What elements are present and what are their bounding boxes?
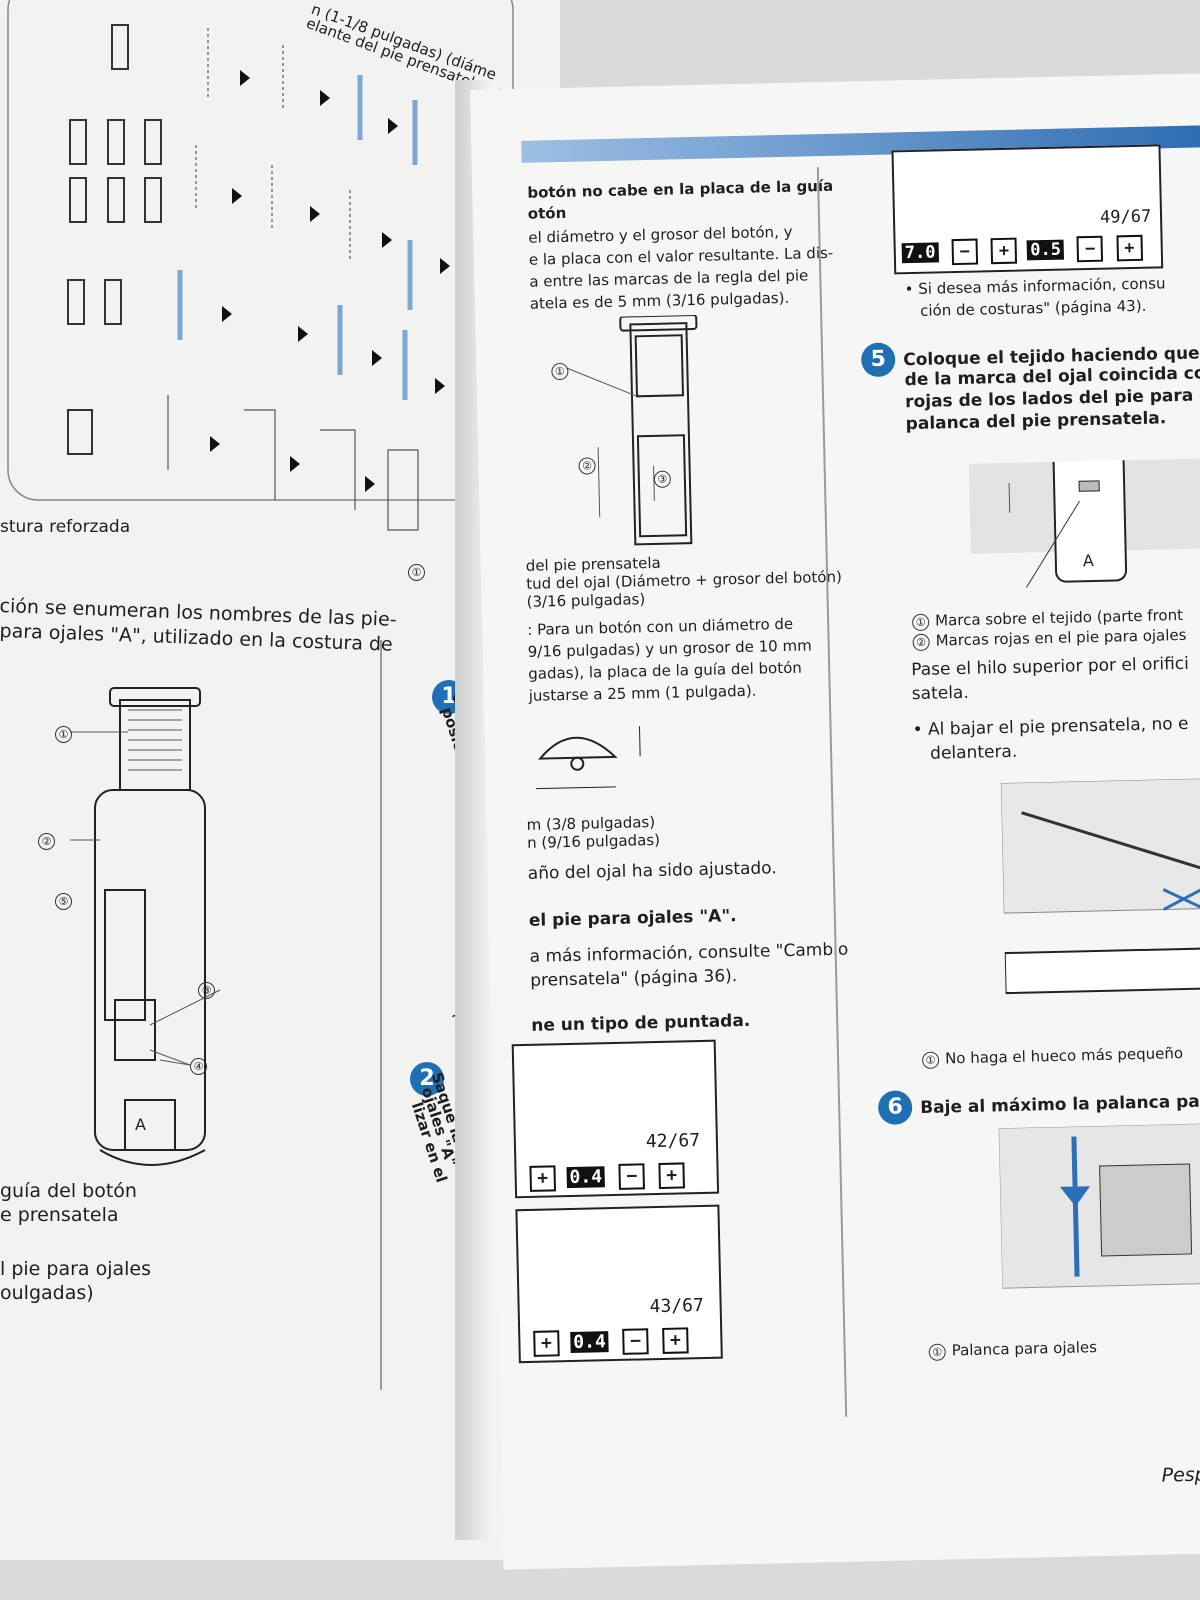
step5-line4: palanca del pie prensatela.	[905, 408, 1167, 435]
bullet-info-1: • Si desea más información, consu	[904, 274, 1166, 299]
lcd-controls-42: + 0.4 − +	[526, 1162, 686, 1192]
lcd42-plus2-button[interactable]: +	[658, 1162, 686, 1189]
example-2: 9/16 pulgadas) y un grosor de 10 mm	[527, 636, 812, 661]
caption-guia-1: guía del botón	[0, 1180, 137, 1202]
lcd42-minus-button[interactable]: −	[618, 1163, 646, 1190]
more-info-2: prensatela" (página 36).	[529, 966, 738, 991]
example-3: gadas), la placa de la guía del botón	[528, 658, 803, 683]
width-minus-button[interactable]: −	[951, 238, 979, 266]
lcd42-plus-button[interactable]: +	[529, 1165, 557, 1192]
thread-1: Pase el hilo superior por el orifici	[911, 653, 1190, 681]
caption-reforzada: stura reforzada	[0, 517, 131, 537]
length-minus-button[interactable]: −	[1076, 235, 1104, 263]
lever-diagram	[998, 1123, 1200, 1289]
lcd-panel-43: 43/67 + 0.4 − +	[515, 1204, 723, 1364]
btn-legend-2: n (9/16 pulgadas)	[526, 830, 661, 852]
mid-heading-1: botón no cabe en la placa de la guía	[527, 176, 834, 202]
mid-para-2: e la placa con el valor resultante. La d…	[528, 243, 834, 269]
length-plus-button[interactable]: +	[1116, 234, 1143, 262]
lcd43-plus2-button[interactable]: +	[662, 1327, 689, 1354]
page-label: Pesp	[1161, 1463, 1200, 1487]
fabric-label-a: A	[1083, 551, 1094, 570]
choose-stitch: ne un tipo de puntada.	[531, 1010, 751, 1036]
lcd-counter-43: 43/67	[649, 1295, 705, 1318]
thread-2: satela.	[911, 682, 969, 705]
lcd-counter-49: 49/67	[1099, 206, 1152, 228]
foot-callout-1: ①	[55, 726, 72, 743]
bullet-info-2: ción de costuras" (página 43).	[919, 296, 1147, 320]
lcd-panel-42: 42/67 + 0.4 − +	[511, 1039, 720, 1199]
lcd-controls-43: + 0.4 − +	[530, 1327, 689, 1357]
lcd-value-42: 0.4	[566, 1166, 606, 1189]
foot-callout-3: ③	[198, 982, 215, 999]
example-4: justarse a 25 mm (1 pulgada).	[528, 681, 757, 705]
lcd-width-value: 7.0	[901, 242, 939, 264]
mid-para-1: el diámetro y el grosor del botón, y	[528, 222, 793, 247]
button-guide-diagram	[566, 313, 698, 546]
button-size-diagram	[535, 726, 641, 790]
bullet-lower-2: delantera.	[929, 741, 1018, 764]
foot-callout-4: ④	[190, 1058, 207, 1075]
mid-heading-2: otón	[527, 203, 567, 223]
step2-number: 2	[410, 1062, 444, 1096]
more-info-1: a más información, consulte "Cambio	[529, 939, 849, 967]
lcd-panel-49: 49/67 7.0 − + 0.5 − +	[891, 144, 1164, 275]
presser-foot-photo-diagram	[1000, 778, 1200, 995]
caption-pie-2: oulgadas)	[0, 1282, 94, 1304]
lcd-length-value: 0.5	[1027, 239, 1065, 261]
caption-guia-2: e prensatela	[0, 1204, 119, 1226]
lcd43-minus-button[interactable]: −	[622, 1328, 649, 1355]
lcd-counter-42: 42/67	[645, 1130, 701, 1153]
buttonhole-foot-diagram: A	[70, 687, 221, 1166]
foot-callout-5: ⑤	[55, 893, 72, 910]
lcd43-plus-button[interactable]: +	[533, 1330, 560, 1357]
foot-a-instruction: el pie para ojales "A".	[528, 906, 737, 931]
foot-callout-2: ②	[38, 833, 55, 850]
right-column-divider	[816, 167, 848, 1417]
callout-1: ①	[408, 564, 425, 581]
lcd-controls-49: 7.0 − + 0.5 − +	[901, 234, 1143, 266]
foot-label-a: A	[135, 1115, 146, 1134]
legend-3: (3/16 pulgadas)	[526, 590, 646, 611]
size-set-note: año del ojal ha sido ajustado.	[527, 858, 777, 884]
mid-para-4: atela es de 5 mm (3/16 pulgadas).	[529, 288, 790, 313]
example-1: : Para un botón con un diámetro de	[527, 614, 794, 639]
mid-para-3: a entre las marcas de la regla del pie	[529, 266, 809, 291]
caption-pie-1: l pie para ojales	[0, 1258, 151, 1280]
left-column-divider	[380, 640, 382, 1390]
width-plus-button[interactable]: +	[990, 237, 1018, 265]
right-page: botón no cabe en la placa de la guía otó…	[470, 73, 1200, 1570]
bullet-lower-1: • Al bajar el pie prensatela, no e	[912, 713, 1189, 741]
fabric-mark-diagram: A	[968, 458, 1200, 588]
lcd-value-43: 0.4	[570, 1331, 610, 1354]
